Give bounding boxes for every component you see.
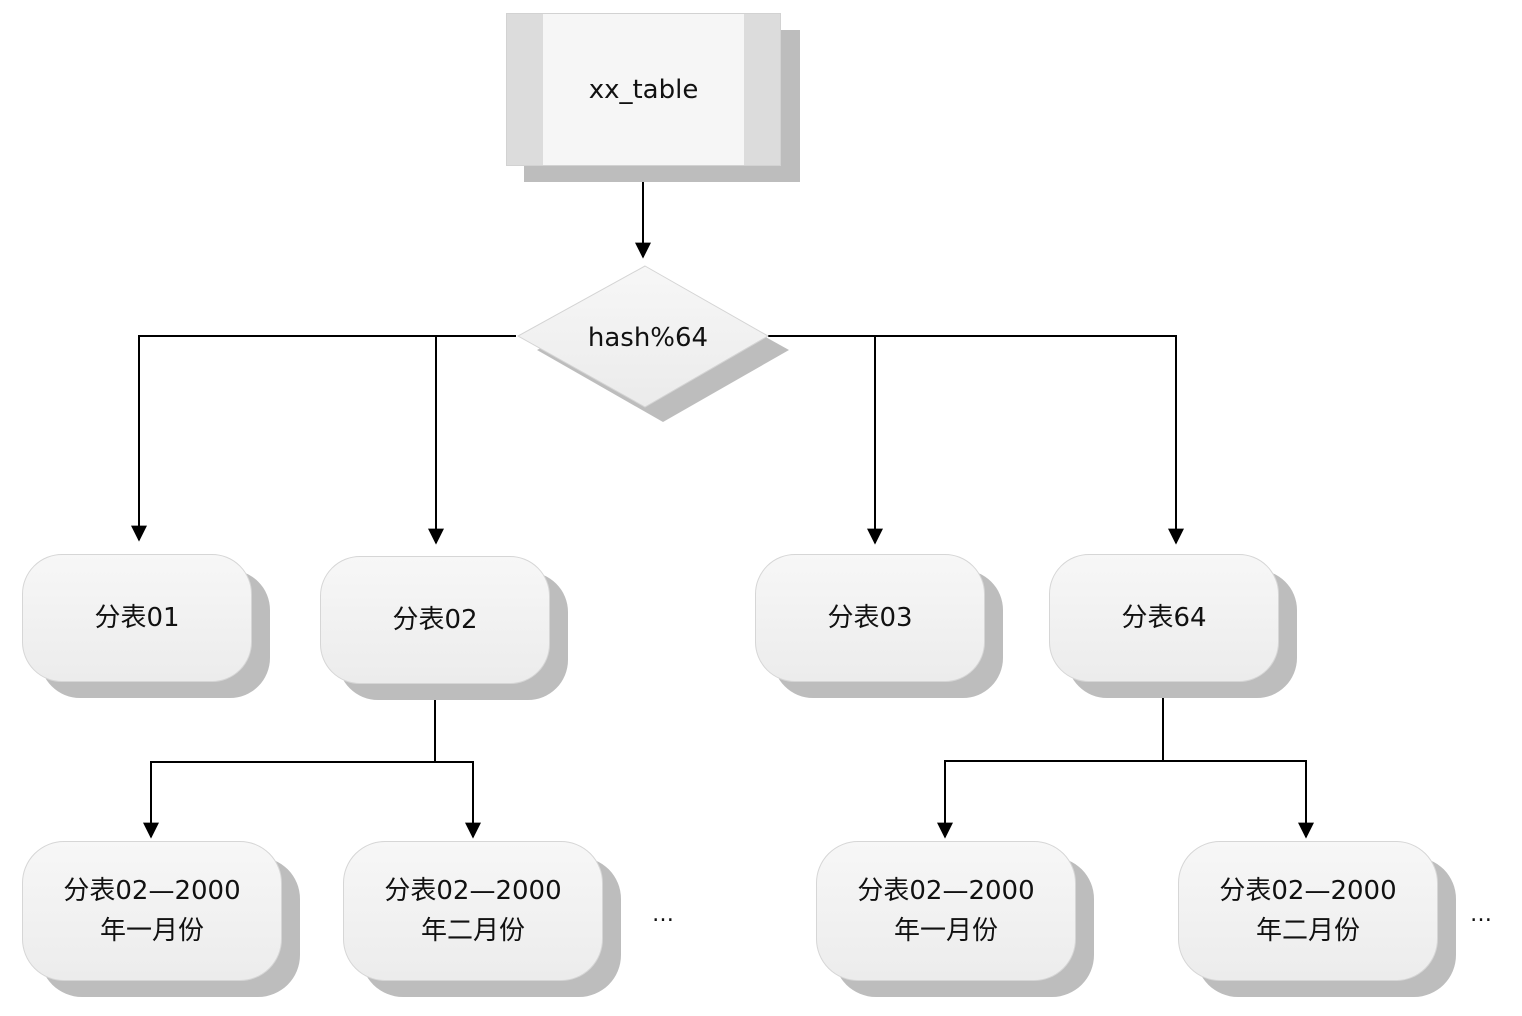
shard-label: 分表02 [392, 605, 478, 635]
connector-shard02-left [143, 761, 435, 839]
shard-label: 分表64 [1121, 603, 1207, 633]
sub-shard-node-1: 分表02—2000 年一月份 [22, 841, 282, 981]
decision-diamond [516, 265, 789, 422]
shard-label: 分表01 [94, 603, 180, 633]
ellipsis-right: … [1470, 902, 1492, 927]
decision-node: hash%64 [548, 318, 748, 358]
connector-shard02-right [435, 761, 481, 839]
sub-shard-node-2: 分表02—2000 年二月份 [343, 841, 603, 981]
ellipsis-left: … [652, 902, 674, 927]
connector-shard64-left [937, 760, 1163, 839]
sub-shard-label: 分表02—2000 年二月份 [384, 876, 562, 946]
shard-node-64: 分表64 [1049, 554, 1279, 682]
root-table-label: xx_table [588, 74, 699, 105]
connector-shard64-right [1163, 760, 1314, 839]
shard-node-01: 分表01 [22, 554, 252, 682]
connector-decision-left [131, 335, 516, 542]
sub-shard-node-3: 分表02—2000 年一月份 [816, 841, 1076, 981]
sub-shard-label: 分表02—2000 年二月份 [1219, 876, 1397, 946]
sub-shard-label: 分表02—2000 年一月份 [63, 876, 241, 946]
root-table-node: xx_table [506, 13, 781, 166]
sub-shard-node-4: 分表02—2000 年二月份 [1178, 841, 1438, 981]
shard-node-02: 分表02 [320, 556, 550, 684]
connector-decision-right [768, 335, 1184, 545]
sub-shard-label: 分表02—2000 年一月份 [857, 876, 1035, 946]
decision-label: hash%64 [587, 323, 709, 353]
shard-node-03: 分表03 [755, 554, 985, 682]
shard-label: 分表03 [827, 603, 913, 633]
